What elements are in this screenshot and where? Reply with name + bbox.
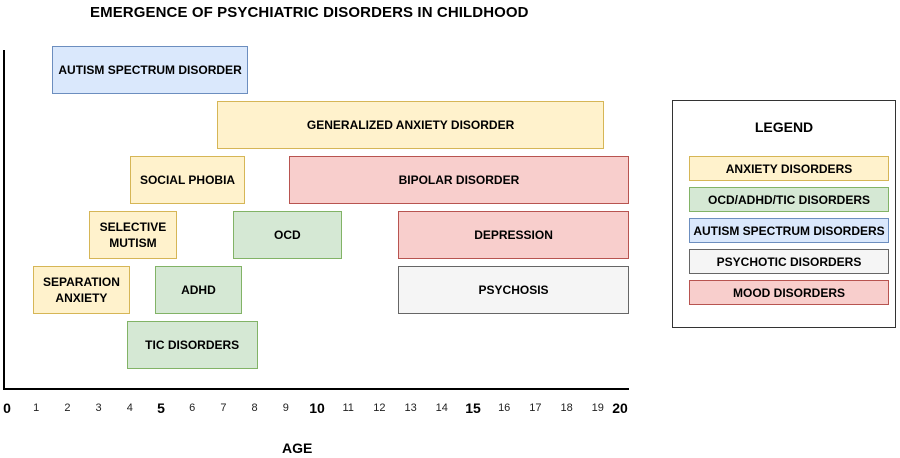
x-tick-label: 10	[309, 400, 325, 416]
legend-item-psychotic: PSYCHOTIC DISORDERS	[689, 249, 889, 274]
x-tick-label: 6	[189, 402, 196, 414]
x-axis-line	[3, 388, 629, 390]
x-tick-label: 20	[612, 400, 628, 416]
x-tick-label: 12	[373, 402, 386, 414]
x-tick-label: 3	[95, 402, 102, 414]
legend-item-autism: AUTISM SPECTRUM DISORDERS	[689, 218, 889, 243]
x-tick-label: 5	[157, 400, 165, 416]
x-tick-label: 0	[3, 400, 11, 416]
x-tick-label: 8	[251, 402, 258, 414]
legend-item-mood: MOOD DISORDERS	[689, 280, 889, 305]
x-tick-label: 9	[282, 402, 289, 414]
x-tick-label: 11	[342, 402, 354, 414]
bar-bipolar-disorder: BIPOLAR DISORDER	[288, 156, 629, 204]
bar-generalized-anxiety-disorder: GENERALIZED ANXIETY DISORDER	[217, 101, 605, 149]
bar-adhd: ADHD	[154, 266, 243, 314]
x-axis-label: AGE	[282, 440, 313, 456]
x-tick-label: 14	[435, 402, 448, 414]
bar-depression: DEPRESSION	[398, 211, 629, 259]
bar-psychosis: PSYCHOSIS	[398, 266, 629, 314]
x-tick-label: 4	[126, 402, 133, 414]
x-tick-label: 16	[498, 402, 511, 414]
x-tick-label: 18	[560, 402, 573, 414]
y-axis-line	[3, 50, 5, 390]
x-tick-label: 17	[529, 402, 542, 414]
bar-social-phobia: SOCIAL PHOBIA	[129, 156, 246, 204]
x-tick-label: 2	[64, 402, 71, 414]
legend-item-anxiety: ANXIETY DISORDERS	[689, 156, 889, 181]
legend: LEGEND ANXIETY DISORDERS OCD/ADHD/TIC DIS…	[672, 100, 896, 328]
x-tick-label: 13	[404, 402, 417, 414]
bar-separation-anxiety: SEPARATION ANXIETY	[33, 266, 130, 314]
x-tick-label: 15	[465, 400, 481, 416]
legend-item-ocd: OCD/ADHD/TIC DISORDERS	[689, 187, 889, 212]
bar-tic-disorders: TIC DISORDERS	[126, 321, 258, 369]
x-tick-label: 19	[591, 402, 604, 414]
x-tick-label: 1	[33, 402, 40, 414]
chart-title: EMERGENCE OF PSYCHIATRIC DISORDERS IN CH…	[90, 4, 529, 21]
bar-autism-spectrum-disorder: AUTISM SPECTRUM DISORDER	[51, 46, 249, 94]
x-tick-label: 7	[220, 402, 227, 414]
legend-title: LEGEND	[754, 119, 814, 135]
bar-ocd: OCD	[232, 211, 342, 259]
bar-selective-mutism: SELECTIVE MUTISM	[89, 211, 177, 259]
